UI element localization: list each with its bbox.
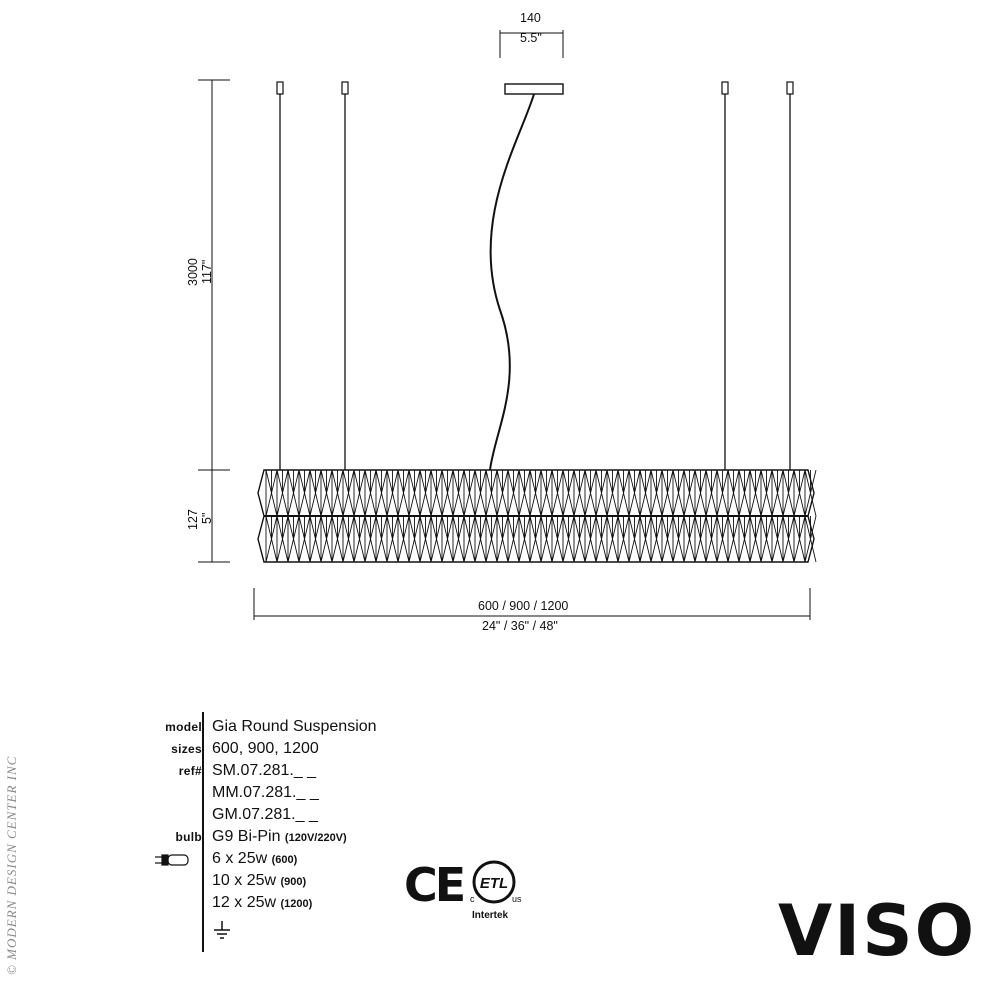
- ce-mark-icon: CE: [404, 858, 466, 912]
- bulb-count-1200-size: (1200): [280, 898, 313, 910]
- ref-value-gm: GM.07.281._ _: [212, 806, 318, 823]
- bulb-type: G9 Bi-Pin (120V/220V): [212, 826, 347, 849]
- canopy-dim-in: 5.5": [520, 31, 542, 45]
- ref-value-mm: MM.07.281._ _: [212, 784, 319, 801]
- model-value: Gia Round Suspension: [212, 718, 377, 735]
- bulb-voltage: (120V/220V): [284, 832, 347, 844]
- ref-value-sm: SM.07.281._ _: [212, 762, 317, 779]
- width-dim-in: 24" / 36" / 48": [482, 619, 558, 633]
- sizes-value: 600, 900, 1200: [212, 740, 319, 757]
- crystal-facets: [265, 469, 817, 563]
- height-dim-in: 117": [200, 259, 214, 284]
- technical-drawing: [198, 30, 817, 620]
- bulb-count-900-text: 10 x 25w: [212, 872, 277, 889]
- bulb-count-1200: 12 x 25w (1200): [212, 892, 312, 915]
- bulb-count-900-size: (900): [280, 876, 307, 888]
- ground-icon: [212, 920, 232, 947]
- body-height-dim-in: 5": [200, 512, 214, 524]
- bulb-label: bulb: [175, 830, 202, 844]
- ref-label: ref#: [178, 764, 202, 778]
- model-label: model: [165, 720, 202, 734]
- bulb-count-900: 10 x 25w (900): [212, 870, 306, 893]
- etl-listed-icon: ETL c us: [466, 858, 526, 913]
- etl-us-text: us: [512, 894, 522, 904]
- bulb-count-600-text: 6 x 25w: [212, 850, 268, 867]
- etl-mark-text: ETL: [480, 875, 508, 892]
- intertek-label: Intertek: [472, 910, 509, 921]
- sizes-label: sizes: [171, 742, 202, 756]
- viso-logo: VISO: [778, 890, 977, 972]
- height-dim-mm: 3000: [186, 258, 200, 286]
- canopy-dim-mm: 140: [520, 11, 541, 25]
- spec-divider: [202, 712, 204, 952]
- width-dim-mm: 600 / 900 / 1200: [478, 599, 569, 613]
- etl-c-text: c: [470, 894, 475, 904]
- bulb-type-text: G9 Bi-Pin: [212, 828, 281, 845]
- body-height-dim-mm: 127: [186, 509, 200, 530]
- bulb-icon: [154, 852, 190, 874]
- bulb-count-600-size: (600): [271, 854, 298, 866]
- bulb-count-600: 6 x 25w (600): [212, 848, 297, 871]
- copyright-watermark: © MODERN DESIGN CENTER INC: [4, 755, 19, 975]
- fixture-body: [257, 469, 817, 563]
- bulb-count-1200-text: 12 x 25w: [212, 894, 277, 911]
